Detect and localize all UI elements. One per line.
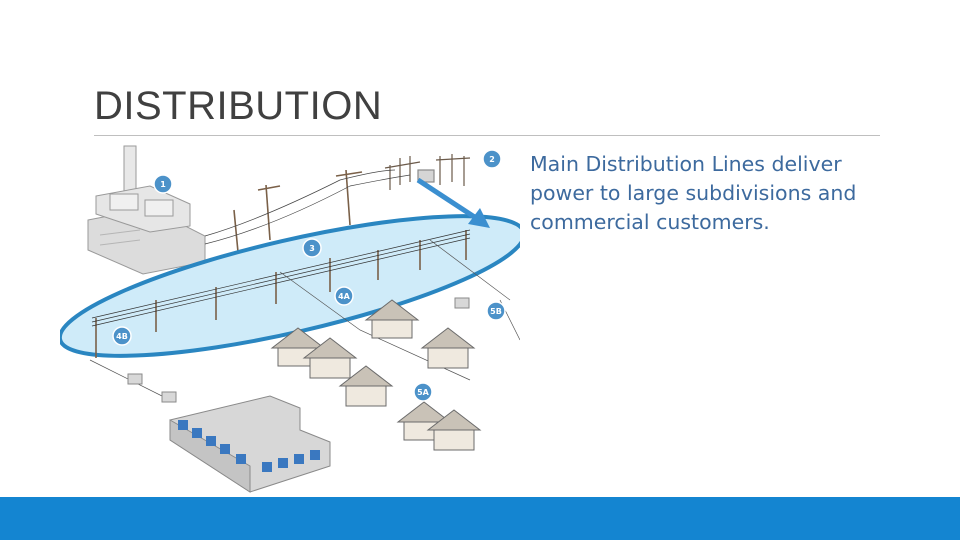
distribution-line (91, 229, 471, 358)
badge-2: 2 (482, 149, 502, 169)
badge-1: 1 (153, 174, 173, 194)
svg-text:4B: 4B (116, 332, 128, 341)
transmission-towers (233, 169, 363, 253)
footer-bar (0, 497, 960, 540)
power-plant (87, 145, 206, 275)
svg-text:5B: 5B (490, 307, 502, 316)
svg-text:1: 1 (160, 180, 166, 189)
svg-text:4A: 4A (338, 292, 351, 301)
slide-title: DISTRIBUTION (94, 84, 383, 128)
badge-5a: 5A (413, 382, 433, 402)
transformers (127, 297, 470, 403)
substation (384, 154, 471, 190)
distribution-diagram: 1 2 3 4A 4B 5A 5B (60, 145, 520, 493)
houses (270, 299, 482, 451)
svg-text:5A: 5A (417, 388, 430, 397)
body-text: Main Distribution Lines deliver power to… (530, 152, 857, 234)
badge-5b: 5B (486, 301, 506, 321)
svg-text:3: 3 (309, 244, 315, 253)
badge-4a: 4A (334, 286, 354, 306)
svg-text:2: 2 (489, 155, 495, 164)
badge-3: 3 (302, 238, 322, 258)
badge-4b: 4B (112, 326, 132, 346)
arrow (416, 177, 490, 228)
commercial-building (169, 395, 331, 493)
title-divider (94, 135, 880, 136)
